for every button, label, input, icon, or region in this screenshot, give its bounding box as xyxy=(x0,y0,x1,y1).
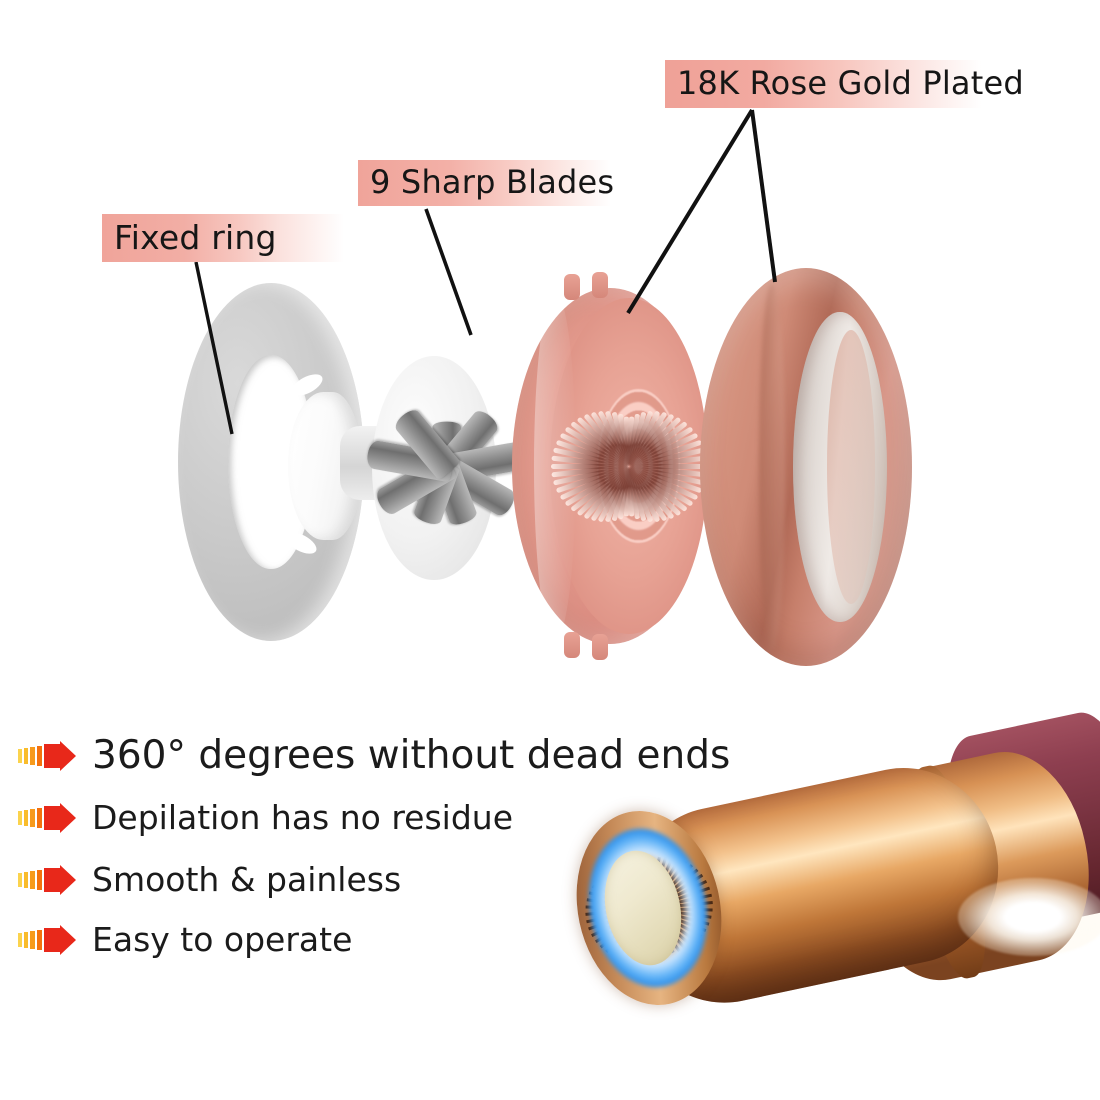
callout-rose-gold: 18K Rose Gold Plated xyxy=(665,60,1024,108)
device-photo xyxy=(559,704,1100,1100)
feature-list: 360° degrees without dead ends Depilatio… xyxy=(18,735,730,975)
foil-slot xyxy=(629,463,707,469)
callout-fixed-ring-label: Fixed ring xyxy=(114,217,277,257)
callout-blades-label: 9 Sharp Blades xyxy=(370,163,615,201)
motion-arrow-icon xyxy=(18,865,76,896)
callout-blades: 9 Sharp Blades xyxy=(358,160,615,206)
callout-fixed-ring: Fixed ring xyxy=(102,214,344,262)
leader-line-blades xyxy=(424,208,473,336)
list-item-label: Depilation has no residue xyxy=(92,797,514,837)
list-item: 360° degrees without dead ends xyxy=(18,735,730,777)
callout-rose-gold-label: 18K Rose Gold Plated xyxy=(677,64,1024,102)
list-item-label: Easy to operate xyxy=(92,920,353,960)
foil-face xyxy=(550,298,708,634)
list-item: Easy to operate xyxy=(18,920,708,960)
list-item: Smooth & painless xyxy=(18,859,708,899)
ring-inner-bore xyxy=(793,311,887,623)
list-item-label: 360° degrees without dead ends xyxy=(92,733,731,778)
foil-tab xyxy=(564,274,580,300)
foil-tab xyxy=(564,632,580,658)
blade-star-part xyxy=(356,318,536,618)
list-item-label: Smooth & painless xyxy=(92,859,402,899)
leader-line-gold-ring xyxy=(750,109,777,283)
foil-head-part xyxy=(512,272,708,660)
motion-arrow-icon xyxy=(18,802,76,833)
light-flare xyxy=(958,878,1100,956)
ring-sheen-highlight xyxy=(759,283,785,651)
foil-tab xyxy=(592,634,608,660)
foil-tab xyxy=(592,272,608,298)
motion-arrow-icon xyxy=(18,925,76,956)
motion-arrow-icon xyxy=(18,741,76,772)
rose-gold-ring-part xyxy=(700,268,912,666)
list-item: Depilation has no residue xyxy=(18,797,708,837)
